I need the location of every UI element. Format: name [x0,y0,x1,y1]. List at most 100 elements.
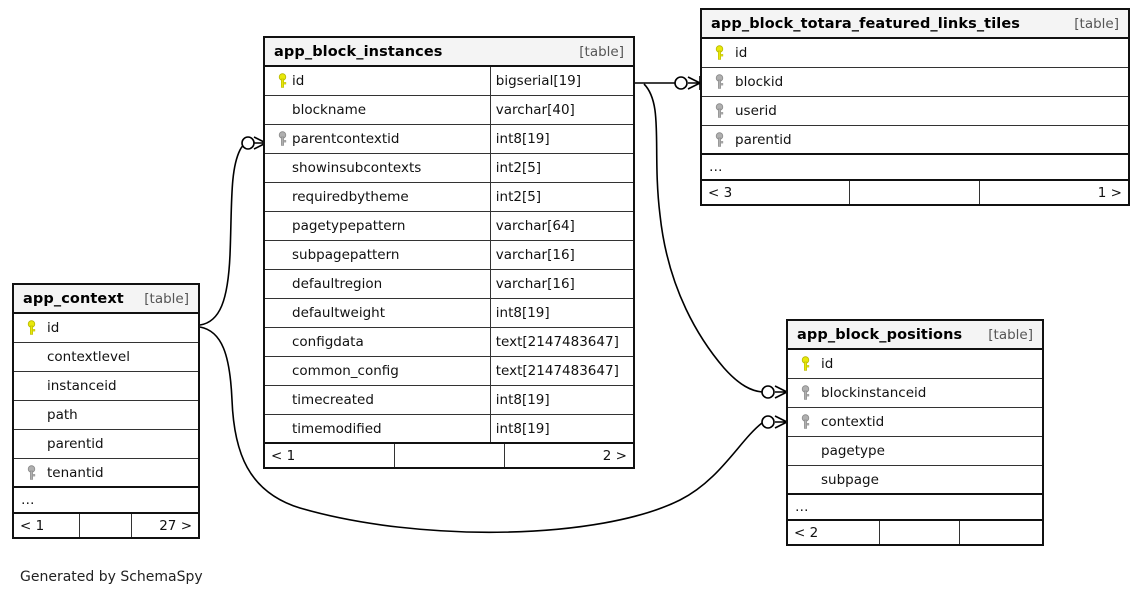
column-label: pagetype [821,443,885,459]
column-label: configdata [292,334,364,350]
column-label: defaultweight [292,305,386,321]
table-row[interactable]: id [14,314,198,343]
footer-middle [850,181,980,204]
column-name-cell: id [788,350,1042,378]
column-label: id [47,320,60,336]
footer-next-count[interactable] [960,521,1042,544]
table-row[interactable]: parentcontextid int8[19] [265,125,633,154]
table-footer: < 3 1 > [702,181,1128,204]
column-name-cell: subpagepattern [265,241,490,269]
column-type-cell: text[2147483647] [489,328,633,356]
table-row[interactable]: common_config text[2147483647] [265,357,633,386]
column-name-cell: id [14,314,198,342]
footer-middle [395,444,505,467]
table-header-featured-links-tiles: app_block_totara_featured_links_tiles [t… [702,10,1128,39]
footer-next-count[interactable]: 2 > [602,447,627,464]
table-row[interactable]: timecreated int8[19] [265,386,633,415]
foreign-key-icon [21,464,41,481]
column-name-cell: blockid [702,68,1128,96]
column-name-cell: timemodified [265,415,490,442]
column-name-cell: path [14,401,198,429]
primary-key-icon [709,45,729,61]
column-name-cell: contextlevel [14,343,198,371]
foreign-key-icon [709,131,729,148]
table-row[interactable]: parentid [702,126,1128,155]
column-name-cell: tenantid [14,459,198,486]
table-row[interactable]: id [702,39,1128,68]
column-name-cell: blockname [265,96,490,124]
footer-middle [80,514,132,537]
table-row[interactable]: id bigserial[19] [265,67,633,96]
column-name-cell: parentid [702,126,1128,153]
table-row[interactable]: contextlevel [14,343,198,372]
table-row[interactable]: contextid [788,408,1042,437]
footer-prev-count[interactable]: < 1 [14,514,80,537]
column-label: instanceid [47,378,117,394]
table-app-block-totara-featured-links-tiles[interactable]: app_block_totara_featured_links_tiles [t… [700,8,1130,206]
table-app-block-instances[interactable]: app_block_instances [table] id bigserial… [263,36,635,469]
table-row[interactable]: defaultregion varchar[16] [265,270,633,299]
column-label: id [292,73,305,89]
table-row[interactable]: subpage [788,466,1042,495]
table-row[interactable]: blockname varchar[40] [265,96,633,125]
column-type-cell: varchar[64] [489,212,633,240]
column-label: blockname [292,102,367,118]
foreign-key-icon [709,103,729,119]
column-name-cell: common_config [265,357,490,385]
table-header-app-block-positions: app_block_positions [table] [788,321,1042,350]
table-footer: < 1 27 > [14,514,198,537]
column-name-cell: userid [702,97,1128,125]
column-type-cell: int2[5] [489,183,633,211]
table-header-app-context: app_context [table] [14,285,198,314]
table-row[interactable]: id [788,350,1042,379]
table-app-context[interactable]: app_context [table] id contextlevel inst… [12,283,200,539]
column-label: timemodified [292,420,382,437]
column-label: tenantid [47,464,104,481]
table-row[interactable]: path [14,401,198,430]
table-tag: [table] [1074,15,1119,32]
footer-prev-count[interactable]: < 2 [788,521,880,544]
more-columns-indicator: … [788,495,1042,521]
table-row[interactable]: parentid [14,430,198,459]
table-row[interactable]: configdata text[2147483647] [265,328,633,357]
table-footer: < 2 [788,521,1042,544]
table-row[interactable]: showinsubcontexts int2[5] [265,154,633,183]
foreign-key-icon [795,414,815,430]
table-app-block-positions[interactable]: app_block_positions [table] id blockinst… [786,319,1044,546]
column-name-cell: pagetype [788,437,1042,465]
table-row[interactable]: defaultweight int8[19] [265,299,633,328]
table-row[interactable]: blockinstanceid [788,379,1042,408]
column-type-cell: bigserial[19] [489,67,633,95]
foreign-key-icon [272,131,292,147]
table-footer: < 1 2 > [265,444,633,467]
footer-middle [880,521,960,544]
table-row[interactable]: userid [702,97,1128,126]
table-row[interactable]: pagetypepattern varchar[64] [265,212,633,241]
column-label: defaultregion [292,276,383,292]
column-label: path [47,407,78,423]
footer-next-count[interactable]: 1 > [1097,184,1122,201]
column-label: id [735,45,748,61]
column-type-cell: varchar[16] [489,270,633,298]
table-row[interactable]: blockid [702,68,1128,97]
table-row[interactable]: tenantid [14,459,198,488]
column-name-cell: parentcontextid [265,125,490,153]
edge-context-id-to-block-instances-parentcontextid [199,142,250,326]
column-name-cell: showinsubcontexts [265,154,490,182]
footer-prev-count[interactable]: < 3 [702,181,850,204]
column-name-cell: requiredbytheme [265,183,490,211]
column-name-cell: defaultregion [265,270,490,298]
table-row[interactable]: instanceid [14,372,198,401]
table-row[interactable]: pagetype [788,437,1042,466]
table-row[interactable]: requiredbytheme int2[5] [265,183,633,212]
column-name-cell: subpage [788,466,1042,493]
column-label: subpage [821,471,879,488]
column-name-cell: parentid [14,430,198,458]
column-label: contextlevel [47,349,130,365]
table-row[interactable]: timemodified int8[19] [265,415,633,444]
footer-next-count[interactable]: 27 > [159,517,192,534]
table-title: app_context [23,290,124,307]
table-row[interactable]: subpagepattern varchar[16] [265,241,633,270]
column-label: subpagepattern [292,247,400,263]
footer-prev-count[interactable]: < 1 [265,444,395,467]
